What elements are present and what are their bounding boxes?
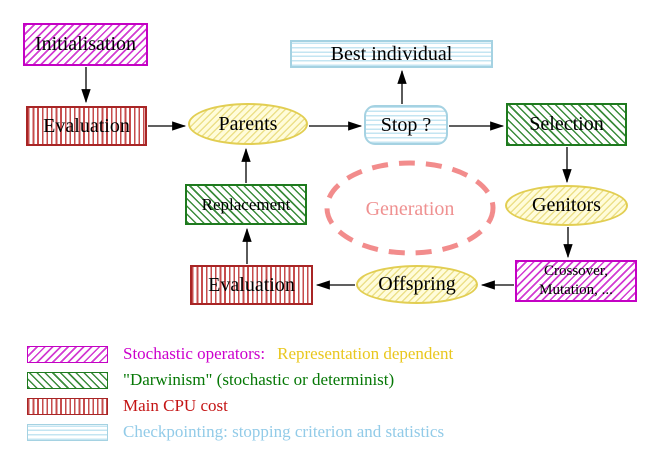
node-crossover-mutation: Crossover, Mutation, ... [515, 260, 637, 302]
node-best-individual: Best individual [290, 40, 493, 68]
legend-swatch-magenta-hatch [27, 346, 108, 363]
legend-stochastic-operators-label: Stochastic operators: [123, 344, 266, 363]
legend-text-cpu-cost: Main CPU cost [123, 396, 228, 416]
node-selection-label: Selection [529, 113, 604, 135]
node-parents: Parents [188, 103, 308, 145]
legend-swatch-green-hatch [27, 372, 108, 389]
node-evaluation-bottom: Evaluation [190, 265, 313, 305]
generation-dashed-ellipse [324, 160, 496, 256]
node-initialisation: Initialisation [23, 23, 148, 66]
legend-row-stochastic-operators: Stochastic operators: Representation depe… [0, 344, 662, 364]
legend-text-stochastic: Stochastic operators: Representation depe… [123, 344, 453, 364]
node-crossover-label-line1: Crossover, [544, 262, 608, 279]
node-offspring-label: Offspring [378, 273, 456, 295]
node-evaluation-bottom-label: Evaluation [208, 273, 295, 296]
legend-row-main-cpu-cost: Main CPU cost [0, 396, 662, 416]
node-offspring: Offspring [356, 265, 478, 304]
legend-darwinism-label: "Darwinism" (stochastic or determinist) [123, 370, 395, 389]
legend-row-darwinism: "Darwinism" (stochastic or determinist) [0, 370, 662, 390]
legend-representation-dependent-label: Representation dependent [277, 344, 454, 363]
node-evaluation-top-label: Evaluation [43, 114, 130, 137]
node-replacement-label: Replacement [201, 194, 291, 214]
legend-swatch-cyan-stripes [27, 424, 108, 441]
node-initialisation-label: Initialisation [34, 33, 137, 55]
node-genitors: Genitors [505, 185, 628, 226]
node-evaluation-top: Evaluation [26, 106, 147, 146]
node-stop-test: Stop ? [364, 105, 448, 145]
node-parents-label: Parents [218, 112, 278, 135]
legend-checkpointing-label: Checkpointing: stopping criterion and st… [123, 422, 445, 441]
node-genitors-label: Genitors [532, 194, 601, 216]
node-stop-label: Stop ? [380, 113, 432, 136]
legend-text-darwinism: "Darwinism" (stochastic or determinist) [123, 370, 394, 390]
legend-row-checkpointing: Checkpointing: stopping criterion and st… [0, 422, 662, 442]
node-selection: Selection [506, 103, 627, 146]
legend-main-cpu-cost-label: Main CPU cost [123, 396, 228, 415]
node-replacement: Replacement [185, 184, 307, 225]
legend-swatch-red-stripes [27, 398, 108, 415]
generation-loop-label: Generation [328, 195, 492, 223]
node-crossover-label-line2: Mutation, ... [539, 282, 613, 298]
node-best-individual-label: Best individual [330, 42, 453, 65]
generation-label-text: Generation [365, 197, 455, 220]
legend-text-checkpointing: Checkpointing: stopping criterion and st… [123, 422, 444, 442]
